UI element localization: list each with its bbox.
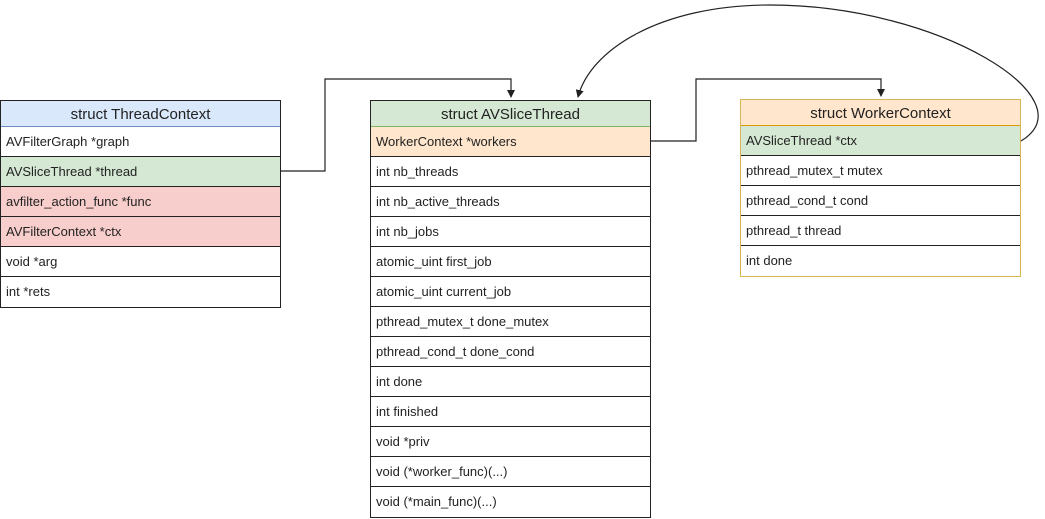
- thread-context-title: struct ThreadContext: [1, 101, 280, 127]
- worker-context-title: struct WorkerContext: [741, 100, 1020, 126]
- thread-context-field-func: avfilter_action_func *func: [1, 187, 280, 217]
- worker-context-field-done: int done: [746, 253, 793, 268]
- slice-thread-field-workers: WorkerContext *workers: [371, 127, 650, 157]
- worker-context-field-cond: pthread_cond_t cond: [741, 186, 1020, 216]
- slice-thread-field-done: int done: [371, 367, 650, 397]
- worker-context-field-thread: pthread_t thread: [741, 216, 1020, 246]
- worker-context-field-mutex: pthread_mutex_t mutex: [741, 156, 1020, 186]
- slice-thread-field-done-cond: pthread_cond_t done_cond: [371, 337, 650, 367]
- worker-context-struct: struct WorkerContext AVSliceThread *ctx …: [740, 99, 1021, 277]
- slice-thread-field-done-mutex: pthread_mutex_t done_mutex: [371, 307, 650, 337]
- thread-context-field-ctx: AVFilterContext *ctx: [1, 217, 280, 247]
- slice-thread-field-finished: int finished: [371, 397, 650, 427]
- slice-thread-field-nb-jobs: int nb_jobs: [371, 217, 650, 247]
- slice-thread-field-current-job: atomic_uint current_job: [371, 277, 650, 307]
- worker-context-field-ctx: AVSliceThread *ctx: [741, 126, 1020, 156]
- slice-thread-field-main-func: void (*main_func)(...): [376, 494, 497, 509]
- thread-context-field-rets: int *rets: [6, 284, 51, 299]
- thread-context-field-thread: AVSliceThread *thread: [1, 157, 280, 187]
- thread-context-field-arg: void *arg: [1, 247, 280, 277]
- slice-thread-title: struct AVSliceThread: [371, 101, 650, 127]
- slice-thread-struct: struct AVSliceThread WorkerContext *work…: [370, 100, 651, 518]
- slice-thread-field-nb-threads: int nb_threads: [371, 157, 650, 187]
- thread-context-field-graph: AVFilterGraph *graph: [1, 127, 280, 157]
- slice-thread-field-first-job: atomic_uint first_job: [371, 247, 650, 277]
- thread-context-struct: struct ThreadContext AVFilterGraph *grap…: [0, 100, 281, 308]
- slice-thread-field-nb-active-threads: int nb_active_threads: [371, 187, 650, 217]
- slice-thread-field-priv: void *priv: [371, 427, 650, 457]
- slice-thread-field-worker-func: void (*worker_func)(...): [371, 457, 650, 487]
